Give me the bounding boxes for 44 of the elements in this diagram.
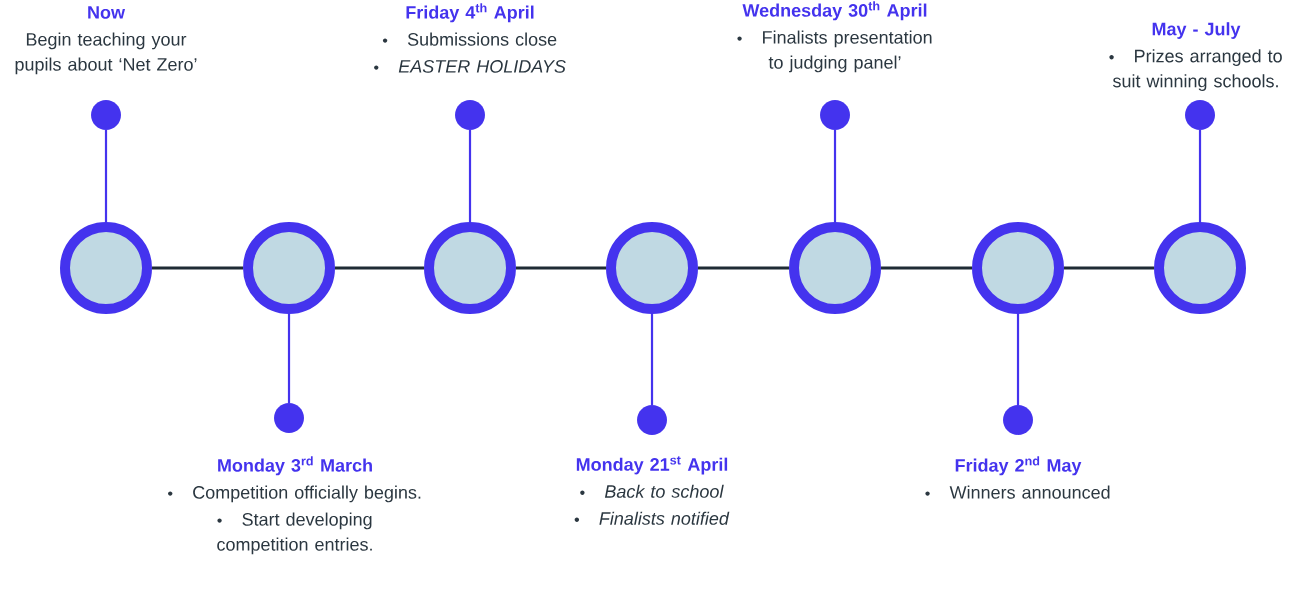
connector-line bbox=[516, 266, 606, 270]
milestone-text: Competition officially begins. bbox=[168, 485, 421, 503]
connector-line bbox=[650, 314, 654, 405]
connector-line bbox=[881, 266, 972, 270]
dot-marker bbox=[637, 405, 667, 435]
dot-marker bbox=[455, 100, 485, 130]
timeline-circle bbox=[243, 222, 335, 314]
milestone-text: Back to school bbox=[580, 484, 724, 498]
connector-line bbox=[1016, 314, 1020, 405]
milestone-heading: Monday 3$^{rd}$ March bbox=[218, 456, 372, 476]
connector-line bbox=[833, 130, 837, 222]
milestone-text: Start developing competition entries. bbox=[217, 512, 372, 555]
milestone-heading: May - July bbox=[1152, 22, 1241, 39]
dot-marker bbox=[91, 100, 121, 130]
milestone-heading: Now bbox=[88, 6, 126, 19]
connector-line bbox=[287, 314, 291, 403]
milestone-text: EASTER HOLIDAYS bbox=[374, 60, 566, 73]
milestone-text: Finalists notified bbox=[574, 511, 730, 525]
connector-line bbox=[335, 266, 424, 270]
milestone-text: Begin teaching your pupils about ‘Net Zero’ bbox=[15, 32, 197, 75]
milestone-text: Submissions close bbox=[382, 32, 557, 46]
connector-line bbox=[1198, 130, 1202, 222]
connector-line bbox=[152, 266, 243, 270]
dot-marker bbox=[820, 100, 850, 130]
milestone-text: Winners announced bbox=[925, 485, 1110, 499]
timeline-circle bbox=[424, 222, 516, 314]
connector-line bbox=[104, 130, 108, 222]
milestone-heading: Wednesday 30$^{th}$ April bbox=[742, 1, 927, 21]
milestone-text: Finalists presentation to judging panel’ bbox=[737, 30, 932, 73]
milestone-heading: Friday 4$^{th}$ April bbox=[406, 3, 534, 23]
timeline-circle bbox=[1154, 222, 1246, 314]
connector-line bbox=[698, 266, 789, 270]
timeline-circle bbox=[789, 222, 881, 314]
timeline-circle bbox=[60, 222, 152, 314]
timeline-circle bbox=[606, 222, 698, 314]
connector-line bbox=[1064, 266, 1154, 270]
dot-marker bbox=[1185, 100, 1215, 130]
milestone-heading: Monday 21$^{st}$ April bbox=[576, 456, 728, 475]
milestone-heading: Friday 2$^{nd}$ May bbox=[955, 456, 1082, 476]
milestone-text: Prizes arranged to suit winning schools. bbox=[1109, 49, 1282, 91]
timeline-circle bbox=[972, 222, 1064, 314]
connector-line bbox=[468, 130, 472, 222]
dot-marker bbox=[1003, 405, 1033, 435]
dot-marker bbox=[274, 403, 304, 433]
